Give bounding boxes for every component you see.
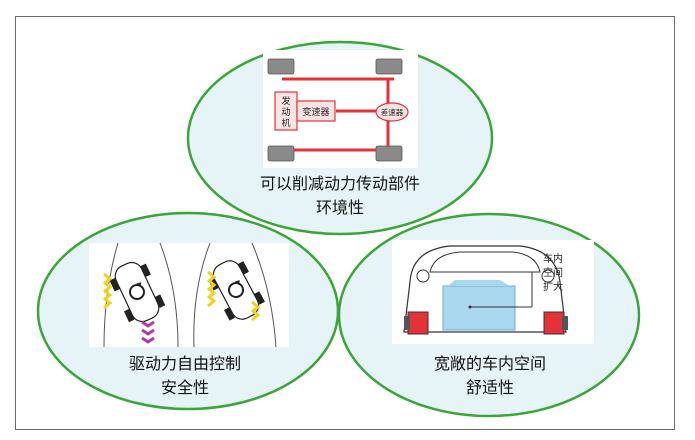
road-edge-3 xyxy=(193,242,211,348)
tire-rear-right xyxy=(375,145,403,162)
engine-label-3: 机 xyxy=(281,117,290,129)
wheel-motor-right xyxy=(543,311,565,335)
left-caption: 驱动力自由控制 安全性 xyxy=(110,352,260,400)
tire-front-right xyxy=(375,58,403,75)
force-arrows-magenta xyxy=(141,320,155,344)
transmission-box xyxy=(296,100,336,122)
left-caption-line2: 安全性 xyxy=(160,378,209,397)
engine-label-1: 发 xyxy=(281,95,290,107)
force-arrows-car1 xyxy=(103,272,113,310)
space-label-1: 车内 xyxy=(543,252,563,265)
wheel-motor-left xyxy=(407,311,429,335)
right-caption-line2: 舒适性 xyxy=(465,378,514,397)
tire-front-left xyxy=(267,58,295,75)
tail-light-right xyxy=(541,269,555,283)
transmission-label: 变速器 xyxy=(302,106,329,118)
top-caption-line1: 可以削减动力传动部件 xyxy=(259,174,420,193)
top-caption: 可以削减动力传动部件 环境性 xyxy=(225,172,455,220)
cabin-space-top xyxy=(448,280,510,286)
differential-label: 差速器 xyxy=(381,107,404,117)
space-label-3: 扩大 xyxy=(543,280,563,293)
rear-window xyxy=(429,251,541,273)
car-1 xyxy=(109,261,166,323)
right-caption-line1: 宽敞的车内空间 xyxy=(433,354,546,373)
cabin-space-area xyxy=(442,285,516,331)
right-caption: 宽敞的车内空间 舒适性 xyxy=(405,352,575,400)
tire-rear-left xyxy=(267,145,295,162)
road-edge-2 xyxy=(159,242,179,348)
force-arrows-car2 xyxy=(207,270,261,322)
car-2 xyxy=(208,260,265,321)
engine-label-2: 动 xyxy=(281,107,290,118)
tail-light-left xyxy=(416,269,430,283)
road-edge-4 xyxy=(251,242,277,348)
differential-ellipse xyxy=(375,102,409,122)
left-caption-line1: 驱动力自由控制 xyxy=(128,354,241,373)
space-label-2: 空间 xyxy=(543,266,563,279)
top-caption-line2: 环境性 xyxy=(315,198,364,217)
